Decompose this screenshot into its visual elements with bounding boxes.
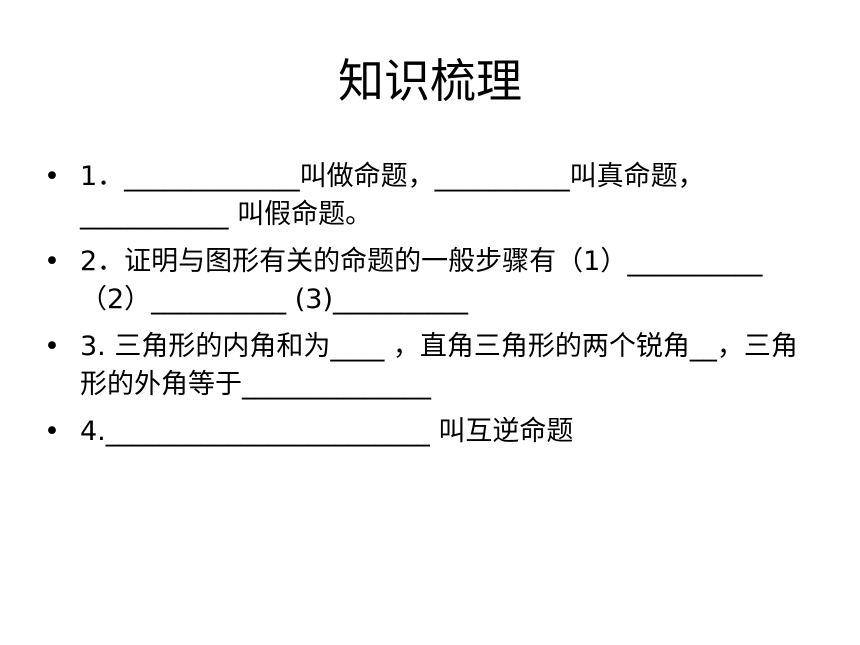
bullet-dot-icon: • [44,246,60,277]
slide-title: 知识梳理 [338,54,522,108]
bullet-item-2: • 2．证明与图形有关的命题的一般步骤有（1）__________ （2）___… [44,243,804,319]
bullet-text-1: 1．_____________叫做命题，__________叫真命题，_____… [80,161,705,230]
bullet-text-3: 3. 三角形的内角和为____ ，直角三角形的两个锐角__，三角形的外角等于__… [80,331,798,400]
bullet-dot-icon: • [44,161,60,192]
bullet-dot-icon: • [44,331,60,362]
bullet-text-2: 2．证明与图形有关的命题的一般步骤有（1）__________ （2）_____… [80,246,763,315]
bullet-item-1: • 1．_____________叫做命题，__________叫真命题，___… [44,158,804,234]
bullet-item-3: • 3. 三角形的内角和为____ ，直角三角形的两个锐角__，三角形的外角等于… [44,328,804,404]
bullet-text-4: 4.________________________ 叫互逆命题 [80,416,574,447]
bullet-item-4: • 4.________________________ 叫互逆命题 [44,413,804,451]
bullet-dot-icon: • [44,416,60,447]
bullet-list: • 1．_____________叫做命题，__________叫真命题，___… [44,158,804,460]
